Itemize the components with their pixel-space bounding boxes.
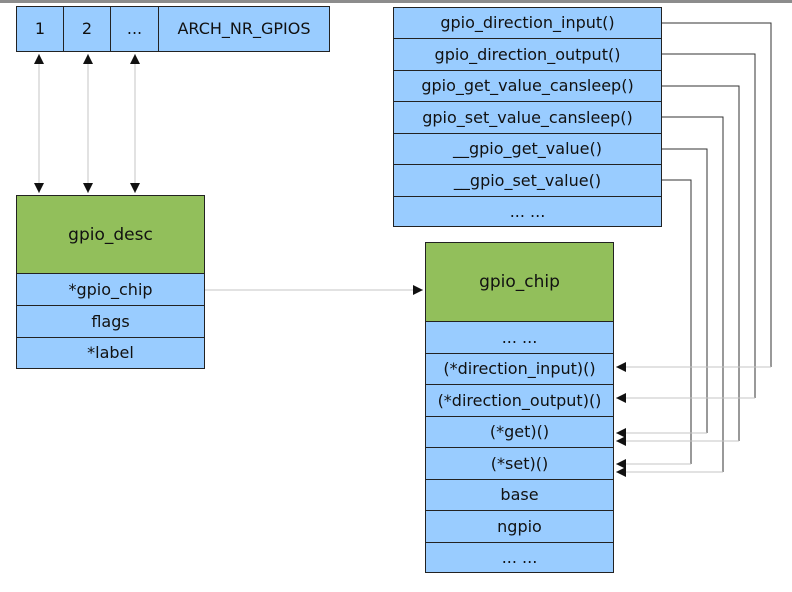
route-gpio-get-value xyxy=(662,148,708,433)
gpio-chip-field-ngpio: ngpio xyxy=(425,510,614,543)
api-more-ellipsis: ... ... xyxy=(393,196,662,227)
api-gpio-set-value: __gpio_set_value() xyxy=(393,164,662,197)
index-cell-arch-nr-gpios: ARCH_NR_GPIOS xyxy=(158,6,330,52)
route-set-value-cansleep xyxy=(662,116,724,472)
index-cell-ellipsis: ... xyxy=(110,6,159,52)
api-gpio-get-value: __gpio_get_value() xyxy=(393,133,662,165)
gpio-chip-field-direction-input: (*direction_input)() xyxy=(425,353,614,385)
gpio-desc-field-gpio-chip: *gpio_chip xyxy=(16,273,205,306)
window-top-border xyxy=(0,0,792,3)
route-direction-output xyxy=(662,53,756,398)
gpio-chip-field-base: base xyxy=(425,479,614,511)
api-gpio-direction-output: gpio_direction_output() xyxy=(393,38,662,71)
gpio-chip-field-get: (*get)() xyxy=(425,416,614,448)
gpio-chip-field-set: (*set)() xyxy=(425,447,614,480)
gpio-chip-header: gpio_chip xyxy=(425,242,614,322)
gpio-chip-field-ellipsis-bottom: ... ... xyxy=(425,542,614,573)
gpio-desc-header: gpio_desc xyxy=(16,195,205,274)
index-cell-1: 1 xyxy=(16,6,64,52)
route-gpio-set-value xyxy=(662,179,692,464)
gpio-desc-field-flags: flags xyxy=(16,305,205,338)
api-gpio-set-value-cansleep: gpio_set_value_cansleep() xyxy=(393,101,662,134)
route-get-value-cansleep xyxy=(662,85,740,441)
api-gpio-get-value-cansleep: gpio_get_value_cansleep() xyxy=(393,70,662,102)
gpio-desc-field-label: *label xyxy=(16,337,205,369)
route-direction-input xyxy=(662,22,772,367)
